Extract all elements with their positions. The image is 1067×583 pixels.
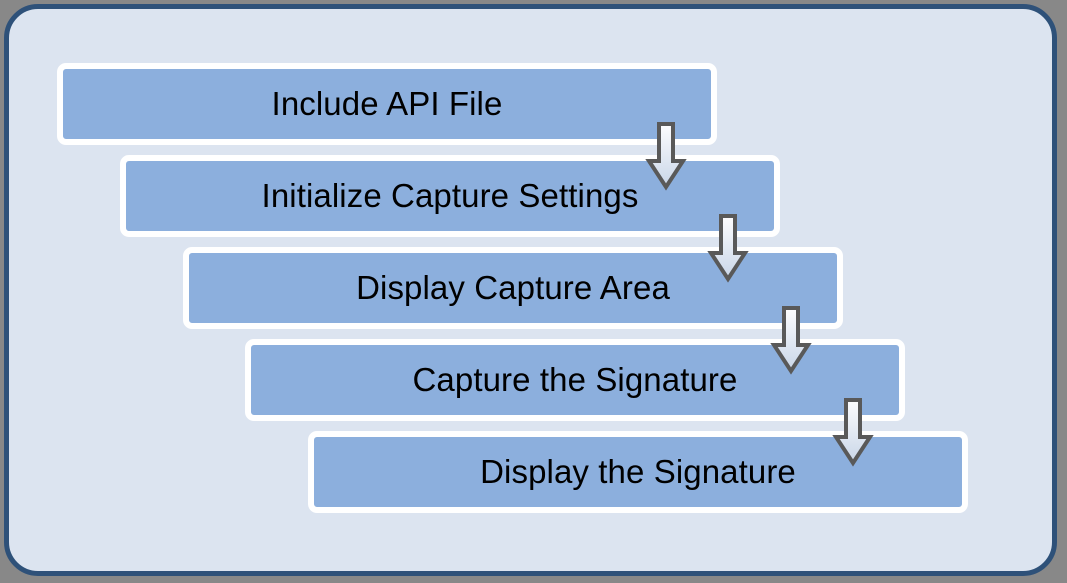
arrow-down-icon: [645, 122, 687, 191]
process-box-label: Initialize Capture Settings: [261, 176, 639, 214]
arrow-down-icon: [770, 306, 812, 375]
process-box-label: Display Capture Area: [356, 268, 670, 306]
connector-arrow-3: [770, 305, 812, 375]
process-box-label: Include API File: [271, 84, 503, 122]
connector-arrow-1: [645, 121, 687, 191]
process-box-display-capture-area[interactable]: Display Capture Area: [183, 247, 843, 329]
arrow-down-icon: [832, 398, 874, 467]
process-box-label: Display the Signature: [480, 452, 796, 490]
process-box-label: Capture the Signature: [412, 360, 738, 398]
connector-arrow-4: [832, 397, 874, 467]
arrow-down-icon: [707, 214, 749, 283]
connector-arrow-2: [707, 213, 749, 283]
process-box-include-api-file[interactable]: Include API File: [57, 63, 717, 145]
diagram-panel: Include API File Initialize Capture Sett…: [4, 4, 1057, 576]
